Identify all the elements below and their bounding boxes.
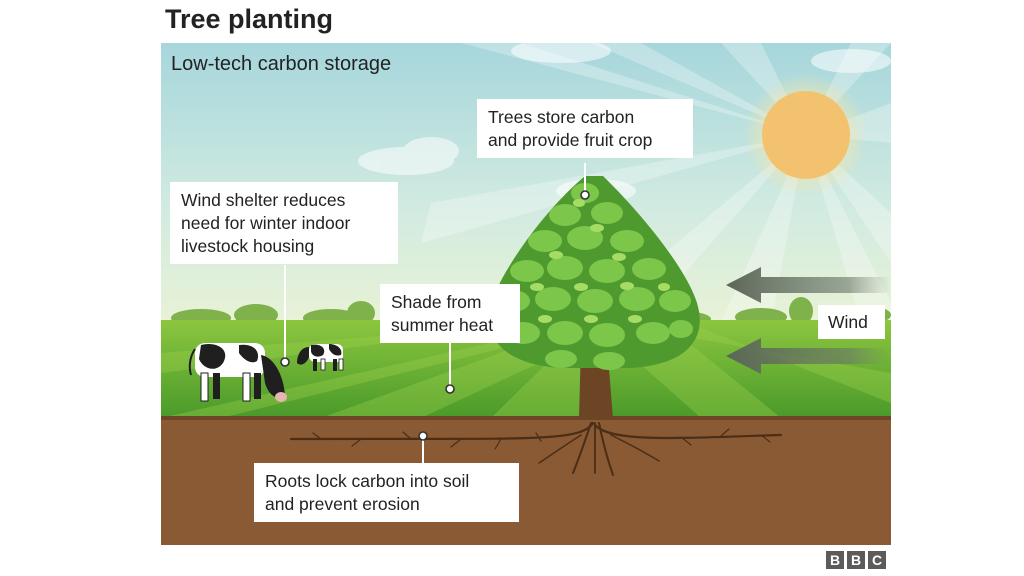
label-line: Wind [828,312,868,332]
wind-arrow-upper-icon [726,267,891,303]
bbc-logo: B B C [826,551,886,569]
cow-large [188,343,287,402]
logo-letter: C [868,551,886,569]
label-trees-store-carbon: Trees store carbon and provide fruit cro… [477,99,693,158]
label-roots: Roots lock carbon into soil and prevent … [254,463,519,522]
logo-letter: B [826,551,844,569]
label-line: summer heat [391,315,494,335]
label-line: Roots lock carbon into soil [265,471,470,491]
label-line: and prevent erosion [265,494,420,514]
cow-small [297,344,344,371]
pointer-dots [280,190,590,441]
wind-arrows [726,267,891,374]
label-line: and provide fruit crop [488,130,653,150]
label-shade: Shade from summer heat [380,284,520,343]
label-line: Shade from [391,292,482,312]
scene-illustration [161,43,891,545]
diagram-subtitle: Low-tech carbon storage [171,53,392,75]
label-line: Wind shelter reduces [181,190,346,210]
label-line: livestock housing [181,236,315,256]
tree-roots [289,421,783,476]
label-wind: Wind [818,305,885,339]
sun [762,91,850,179]
logo-letter: B [847,551,865,569]
label-wind-shelter: Wind shelter reduces need for winter ind… [170,182,398,264]
wind-arrow-lower-icon [726,338,891,374]
label-line: need for winter indoor [181,213,351,233]
label-pointers [284,163,586,465]
page-title: Tree planting [165,4,334,34]
label-line: Trees store carbon [488,107,635,127]
diagram-scene: Low-tech carbon storage Trees store carb… [161,43,891,545]
